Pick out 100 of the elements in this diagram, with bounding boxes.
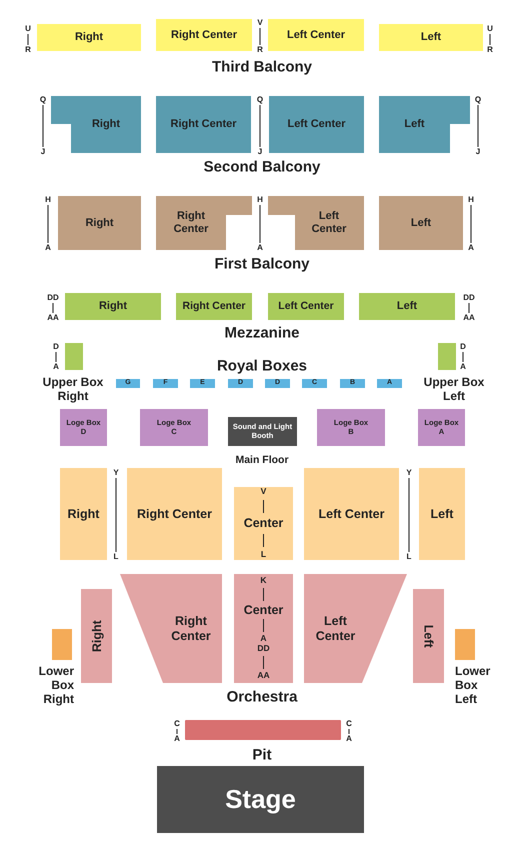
- pit-section: [185, 720, 341, 740]
- section-label: Center: [244, 516, 284, 531]
- area-title: Orchestra: [226, 690, 298, 704]
- section-label: Right Center: [170, 118, 236, 131]
- row-label: Q: [256, 96, 264, 104]
- seating-section: [379, 196, 463, 250]
- seating-section: [156, 96, 251, 153]
- row-label: AA: [463, 314, 475, 322]
- row-label: H: [468, 196, 474, 204]
- seating-section: [268, 19, 364, 51]
- seating-section: [317, 409, 385, 446]
- section-label: Left: [430, 506, 454, 522]
- seating-section: [304, 468, 399, 560]
- row-label: H: [45, 196, 51, 204]
- seating-section: [156, 196, 252, 250]
- row-label: R: [25, 46, 31, 54]
- row-label: A: [260, 634, 267, 644]
- seating-section: [377, 379, 402, 388]
- seating-section: [228, 379, 253, 388]
- seating-section: [269, 96, 364, 153]
- row-label: A: [45, 244, 51, 252]
- seating-section: [268, 293, 344, 320]
- section-label: Left: [410, 216, 432, 230]
- seating-section: [37, 24, 141, 51]
- row-label: DD: [47, 294, 59, 302]
- seating-section: [234, 574, 293, 683]
- box-label: Upper Box Left: [422, 376, 486, 404]
- row-label: J: [40, 148, 46, 156]
- seating-section: [65, 293, 161, 320]
- row-label: V: [260, 487, 266, 497]
- row-label: K: [260, 576, 267, 586]
- seating-section: [304, 574, 407, 683]
- row-label: A: [257, 244, 263, 252]
- section-label: Left: [421, 624, 436, 648]
- row-label: A: [460, 363, 466, 371]
- row-label: U: [25, 25, 31, 33]
- section-label: Left Center: [287, 118, 346, 131]
- row-label: L: [114, 553, 118, 561]
- seating-section: [58, 196, 141, 250]
- booth-area: [228, 417, 297, 446]
- row-label: R: [487, 46, 493, 54]
- section-label: Left: [396, 300, 418, 313]
- seating-section: [302, 379, 327, 388]
- row-label: A: [174, 735, 180, 743]
- row-label: C: [174, 720, 180, 728]
- seating-section: [140, 409, 208, 446]
- seating-section: [340, 379, 365, 388]
- section-label: Right: [85, 216, 114, 230]
- section-label: Left Center: [318, 506, 384, 522]
- area-title: Royal Boxes: [216, 358, 308, 374]
- seating-section: [418, 409, 465, 446]
- row-label: J: [258, 148, 262, 156]
- row-label: H: [257, 196, 263, 204]
- seating-section: [176, 293, 252, 320]
- row-label: DD: [257, 644, 270, 654]
- row-label: Y: [406, 469, 412, 477]
- section-label: Right Center: [137, 506, 212, 522]
- row-label: U: [487, 25, 493, 33]
- area-title: Mezzanine: [224, 326, 300, 340]
- seating-section: [81, 589, 112, 683]
- seating-section: [156, 19, 252, 51]
- area-title: Second Balcony: [204, 160, 320, 174]
- row-label: A: [468, 244, 474, 252]
- section-label: Left: [420, 31, 442, 44]
- box-label: Lower Box Left: [455, 665, 492, 706]
- section-label: Right Center: [170, 614, 212, 643]
- box-section: [438, 343, 456, 370]
- row-label: DD: [463, 294, 475, 302]
- section-label: Left Center: [314, 614, 356, 643]
- seating-section: [51, 96, 141, 153]
- row-label: AA: [47, 314, 59, 322]
- box-section: [52, 629, 72, 660]
- row-label: A: [346, 735, 352, 743]
- seating-section: [359, 293, 455, 320]
- row-label: A: [53, 363, 59, 371]
- section-label: Right Center: [171, 28, 237, 42]
- row-label: AA: [257, 670, 270, 681]
- seating-section: [419, 468, 465, 560]
- seating-section: [190, 379, 215, 388]
- seating-section: [60, 409, 107, 446]
- section-label: Center: [244, 603, 284, 618]
- section-label: Right: [89, 620, 104, 652]
- row-label: D: [460, 343, 466, 351]
- box-section: [65, 343, 83, 370]
- seating-section: [120, 574, 222, 683]
- row-label: R: [257, 46, 263, 54]
- section-label: Left Center: [310, 210, 348, 236]
- seating-section: [379, 96, 470, 153]
- section-label: Right: [74, 31, 104, 44]
- seating-section: [60, 468, 107, 560]
- area-title: Main Floor: [235, 454, 289, 466]
- seating-section: [413, 589, 444, 683]
- section-label: Left: [404, 118, 425, 131]
- seating-section: [127, 468, 222, 560]
- area-title: Third Balcony: [212, 60, 312, 74]
- section-label: Stage: [225, 784, 296, 814]
- seating-section: [379, 24, 483, 51]
- box-label: Lower Box Right: [38, 665, 74, 706]
- row-label: Y: [113, 469, 119, 477]
- section-label: Right: [98, 300, 128, 313]
